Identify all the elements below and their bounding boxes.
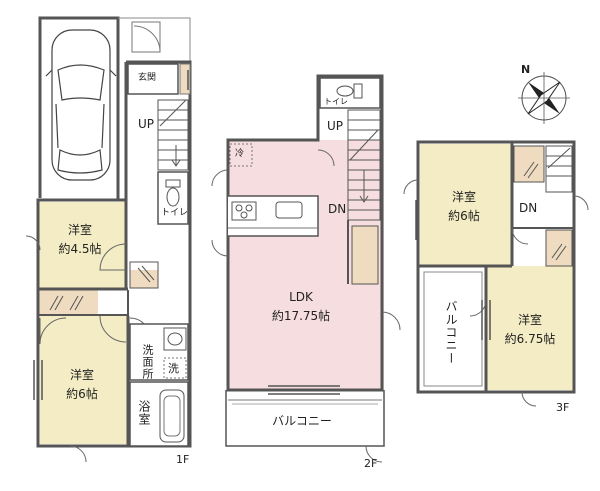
ldk-size: 約17.75帖: [271, 309, 331, 323]
parking-area: [38, 16, 120, 200]
bedroom-3f-b-floor: [486, 266, 574, 390]
floor-2f: [211, 74, 401, 463]
floor-1f-label: 1F: [176, 453, 190, 466]
bedroom-1f-a-name: 洋室: [67, 223, 93, 237]
bedroom-1f-a-size: 約4.5帖: [58, 242, 102, 256]
toilet-2f-icon: [336, 83, 363, 99]
bath-label: 浴室: [137, 400, 151, 426]
stairs-1f: [157, 99, 189, 171]
balcony-3f-label: バルコニー: [444, 300, 458, 365]
kitchen-counter: [228, 195, 319, 237]
floor-1f: [25, 16, 192, 463]
fridge-label: 冷: [235, 149, 245, 159]
car-icon: [45, 29, 117, 181]
stairs-up-2f-label: UP: [327, 119, 344, 133]
bedroom-4-5-floor: [38, 202, 126, 288]
stairs-2f: [347, 109, 381, 221]
compass-icon: [518, 72, 570, 124]
toilet-2f-label: トイレ: [324, 97, 348, 106]
bedroom-3f-a-floor: [420, 144, 512, 266]
genkan-label: 玄関: [138, 73, 157, 83]
toilet-1f-label: トイレ: [161, 208, 189, 218]
stairs-dn-3f-label: DN: [519, 201, 538, 215]
bedroom-3f-b-size: 約6.75帖: [504, 332, 556, 346]
bedroom-1f-b-size: 約6帖: [66, 387, 98, 401]
bedroom-3f-a-name: 洋室: [451, 190, 477, 204]
stairs-3f: [545, 145, 573, 193]
floor-3f: [403, 140, 589, 407]
ldk-name: LDK: [289, 290, 313, 304]
compass-north-label: N: [521, 63, 531, 76]
floor-3f-label: 3F: [556, 401, 570, 414]
balcony-2f-label: バルコニー: [272, 414, 332, 428]
bedroom-3f-b-name: 洋室: [517, 313, 543, 327]
toilet-1f-icon: [165, 179, 181, 207]
closet-1f: [38, 290, 98, 314]
bedroom-1f-b-name: 洋室: [69, 368, 95, 382]
bedroom-6-floor: [40, 316, 128, 444]
floor-2f-label: 2F: [364, 457, 378, 470]
stairs-dn-2f-label: DN: [328, 202, 347, 216]
bedroom-3f-a-size: 約6帖: [448, 209, 480, 223]
laundry-label: 洗: [168, 362, 179, 375]
stairs-up-1f-label: UP: [138, 117, 155, 131]
washroom-label: 洗面所: [141, 344, 154, 380]
